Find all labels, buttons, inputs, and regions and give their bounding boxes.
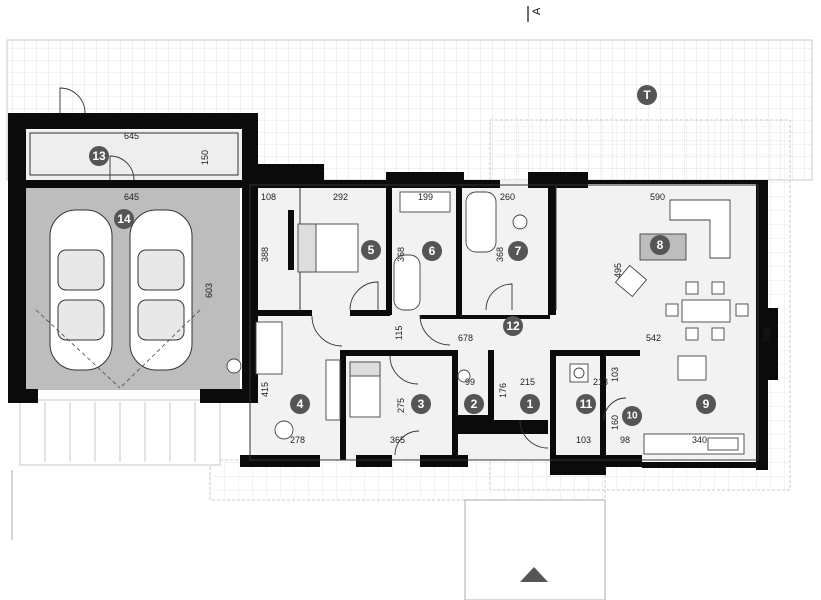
room-number-1: 1	[527, 397, 534, 411]
garage-door-swing	[35, 309, 201, 389]
dim-room6-w: 199	[418, 192, 433, 202]
dim-room5-c: 388	[260, 247, 270, 262]
dim-room3-h: 275	[396, 398, 406, 413]
dim-storage-depth: 150	[200, 150, 210, 165]
room-marker-5: 5	[361, 240, 381, 260]
room-marker-8: 8	[650, 235, 670, 255]
room-number-11: 11	[580, 397, 593, 411]
room-marker-4: 4	[290, 394, 310, 414]
room-marker-14: 14	[114, 209, 134, 229]
dim-room11-b: 103	[576, 435, 591, 445]
dim-room1-h: 176	[498, 383, 508, 398]
dim-room4-w: 278	[290, 435, 305, 445]
room-number-9: 9	[703, 397, 710, 411]
car-left	[49, 209, 113, 371]
room-marker-10: 10	[622, 406, 642, 426]
dim-room10-h: 160	[610, 415, 620, 430]
north-arrow-icon	[520, 567, 548, 582]
dim-storage-width: 645	[124, 131, 139, 141]
room-number-5: 5	[368, 243, 375, 257]
door-swings	[59, 87, 627, 456]
room-number-12: 12	[506, 319, 520, 333]
car-right	[129, 209, 193, 371]
dim-room7-w: 260	[500, 192, 515, 202]
dim-garage-depth: 603	[204, 283, 214, 298]
dimension-labels: 645 150 645 603 108 292 388 199 368 260 …	[124, 131, 772, 445]
dim-hall-w: 678	[458, 333, 473, 343]
room-marker-13: 13	[89, 146, 109, 166]
room-number-4: 4	[297, 397, 304, 411]
room-marker-11: 11	[576, 394, 596, 414]
room-number-2: 2	[471, 397, 478, 411]
dim-room7-h: 368	[495, 247, 505, 262]
room-markers: 13 14 5 6 7 8 12 4 3 2 1 11 10 9 T	[89, 85, 716, 426]
section-marker-top: A	[527, 6, 543, 22]
dim-garage-width: 645	[124, 192, 139, 202]
dim-room8-h: 495	[613, 263, 623, 278]
partitions	[29, 132, 759, 461]
room-marker-3: 3	[411, 394, 431, 414]
room-marker-1: 1	[520, 394, 540, 414]
room-marker-9: 9	[696, 394, 716, 414]
dim-east-h: 795	[762, 327, 772, 342]
dim-room4-h: 415	[260, 382, 270, 397]
dim-room6-h: 368	[396, 247, 406, 262]
section-label-top: A	[531, 7, 543, 15]
dim-room8-w: 590	[650, 192, 665, 202]
room-marker-7: 7	[508, 241, 528, 261]
room-number-10: 10	[626, 411, 638, 422]
dim-hall-a: 115	[394, 326, 404, 340]
dim-room2-w: 99	[465, 377, 475, 387]
dim-room5-a: 108	[261, 192, 276, 202]
dim-hall-b: 542	[646, 333, 661, 343]
entrance-path	[464, 499, 606, 600]
driveway-lines	[44, 402, 196, 462]
room-number-8: 8	[657, 238, 664, 252]
room-number-14: 14	[117, 212, 131, 226]
dim-room11-h: 103	[610, 367, 620, 382]
dim-room5-b: 292	[333, 192, 348, 202]
room-marker-6: 6	[422, 241, 442, 261]
terrace-label: T	[643, 88, 651, 102]
room-number-6: 6	[429, 244, 436, 258]
dim-room3-w: 365	[390, 435, 405, 445]
dim-room10-w: 98	[620, 435, 630, 445]
room-marker-2: 2	[464, 394, 484, 414]
room-number-3: 3	[418, 397, 425, 411]
dim-room11-w: 213	[593, 377, 608, 387]
terrace-marker: T	[637, 85, 657, 105]
dim-room9-w: 340	[692, 435, 707, 445]
room-marker-12: 12	[503, 316, 523, 336]
furniture	[226, 191, 749, 455]
dim-room1-w: 215	[520, 377, 535, 387]
room-number-13: 13	[92, 149, 106, 163]
room-number-7: 7	[515, 244, 522, 258]
